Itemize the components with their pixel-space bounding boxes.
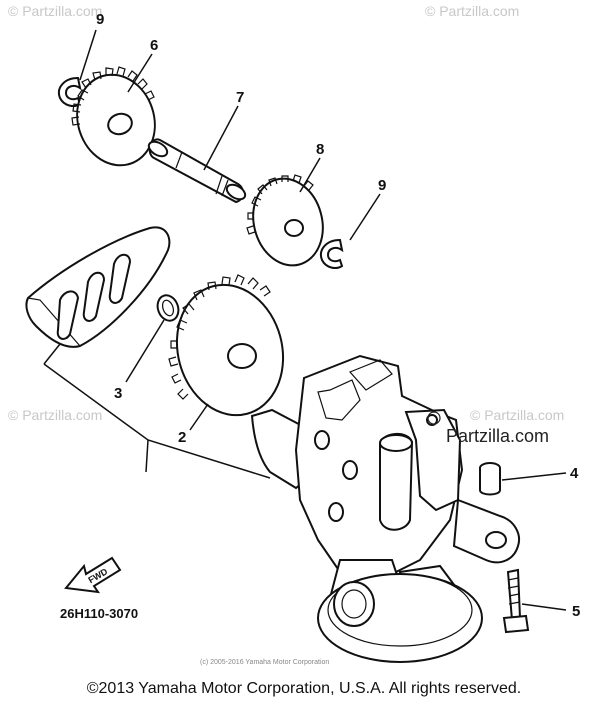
callout-6: 6 xyxy=(150,37,158,54)
callout-5: 5 xyxy=(572,603,580,620)
gear-part-6 xyxy=(71,66,156,167)
circlip-part-3 xyxy=(156,294,180,322)
diagram-code: 26H110-3070 xyxy=(60,606,138,621)
bolt-part-5 xyxy=(502,568,530,634)
callout-9-right: 9 xyxy=(378,177,386,194)
watermark-mid-left: © Partzilla.com xyxy=(8,407,102,423)
callout-2: 2 xyxy=(178,429,186,446)
watermark-body-text: Partzilla.com xyxy=(446,426,549,446)
leader-lines xyxy=(43,29,567,611)
watermark-top-right: © Partzilla.com xyxy=(425,3,519,19)
pin-part-4 xyxy=(479,462,501,496)
callout-4: 4 xyxy=(570,465,579,482)
watermark-mid-right: © Partzilla.com xyxy=(470,407,564,423)
callout-3: 3 xyxy=(114,385,122,402)
small-copyright: (c) 2005-2016 Yamaha Motor Corporation xyxy=(200,659,329,666)
callout-8: 8 xyxy=(316,141,324,158)
fwd-arrow-icon: FWD xyxy=(64,556,122,594)
copyright-footer: ©2013 Yamaha Motor Corporation, U.S.A. A… xyxy=(86,680,522,697)
callout-7: 7 xyxy=(236,89,244,106)
watermark-top-left: © Partzilla.com xyxy=(8,3,102,19)
oil-pump-housing xyxy=(250,354,520,663)
callout-9-top: 9 xyxy=(96,11,104,28)
circlip-part-9-top xyxy=(58,76,82,107)
partzilla-watermark-body: Partzilla.com xyxy=(427,411,549,446)
circlip-part-9-right xyxy=(320,238,344,269)
cover-plate-part-1 xyxy=(25,226,171,348)
shaft-part-7 xyxy=(147,138,247,204)
gear-part-2 xyxy=(168,274,285,417)
gear-part-8 xyxy=(246,174,324,267)
